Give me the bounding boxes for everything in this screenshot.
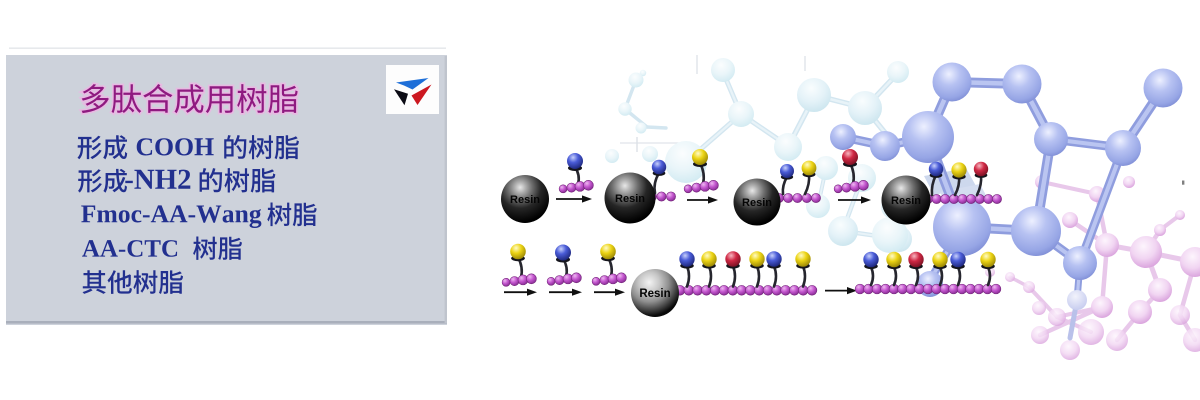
svg-text:Resin: Resin bbox=[639, 288, 670, 300]
svg-text:Resin: Resin bbox=[615, 193, 645, 205]
svg-text:Resin: Resin bbox=[891, 195, 921, 207]
svg-text:Resin: Resin bbox=[510, 194, 540, 206]
svg-text:Resin: Resin bbox=[742, 197, 772, 209]
